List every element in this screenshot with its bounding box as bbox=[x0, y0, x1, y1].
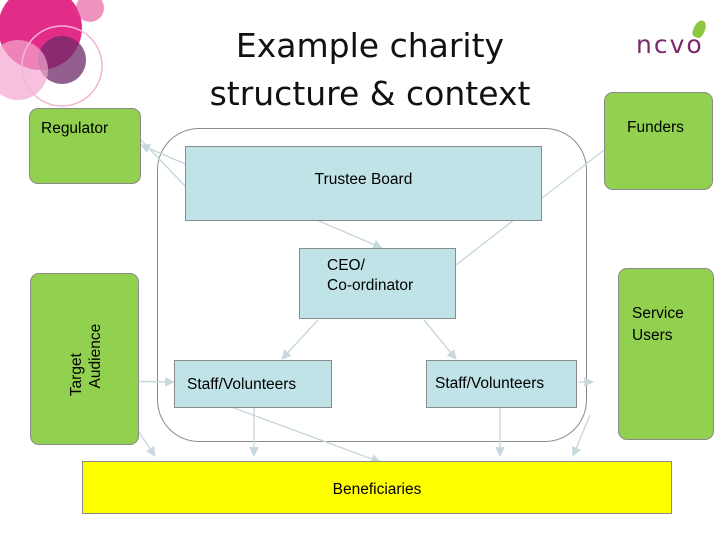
staff-volunteers-right-label: Staff/Volunteers bbox=[435, 375, 545, 392]
regulator-box: Regulator bbox=[29, 108, 141, 184]
connector-regulator-trustee bbox=[140, 139, 188, 189]
deco-circle-purple bbox=[38, 36, 86, 84]
title-line-2: structure & context bbox=[209, 74, 531, 113]
beneficiaries-label: Beneficiaries bbox=[332, 481, 422, 498]
ncvo-logo: ncvo bbox=[636, 30, 704, 59]
deco-circle-outline bbox=[21, 25, 103, 107]
trustee-board-box: Trustee Board bbox=[185, 146, 542, 221]
staff-volunteers-left-box: Staff/Volunteers bbox=[174, 360, 332, 408]
regulator-label: Regulator bbox=[41, 120, 109, 137]
ceo-box: CEO/ Co-ordinator bbox=[299, 248, 456, 319]
service-users-box: Service Users bbox=[618, 268, 714, 440]
trustee-board-label: Trustee Board bbox=[314, 171, 413, 188]
deco-circle-light bbox=[0, 40, 48, 100]
organisation-frame bbox=[157, 128, 587, 442]
connector-staff-left-beneficiaries bbox=[225, 404, 381, 464]
connector-service-beneficiaries bbox=[571, 414, 591, 457]
deco-circle-small bbox=[76, 0, 104, 22]
staff-volunteers-right-box: Staff/Volunteers bbox=[426, 360, 577, 408]
title-line-1: Example charity bbox=[235, 26, 505, 65]
funders-label: Funders bbox=[627, 119, 684, 136]
page-title: Example charity structure & context bbox=[170, 22, 570, 118]
target-audience-label: Target Audience bbox=[68, 323, 104, 397]
beneficiaries-box: Beneficiaries bbox=[82, 461, 672, 514]
connector-ceo-staff-left bbox=[281, 319, 319, 360]
staff-volunteers-left-label: Staff/Volunteers bbox=[187, 376, 297, 393]
funders-box: Funders bbox=[604, 92, 713, 190]
connector-ceo-staff-right bbox=[423, 319, 457, 360]
target-audience-box: Target Audience bbox=[30, 273, 139, 445]
